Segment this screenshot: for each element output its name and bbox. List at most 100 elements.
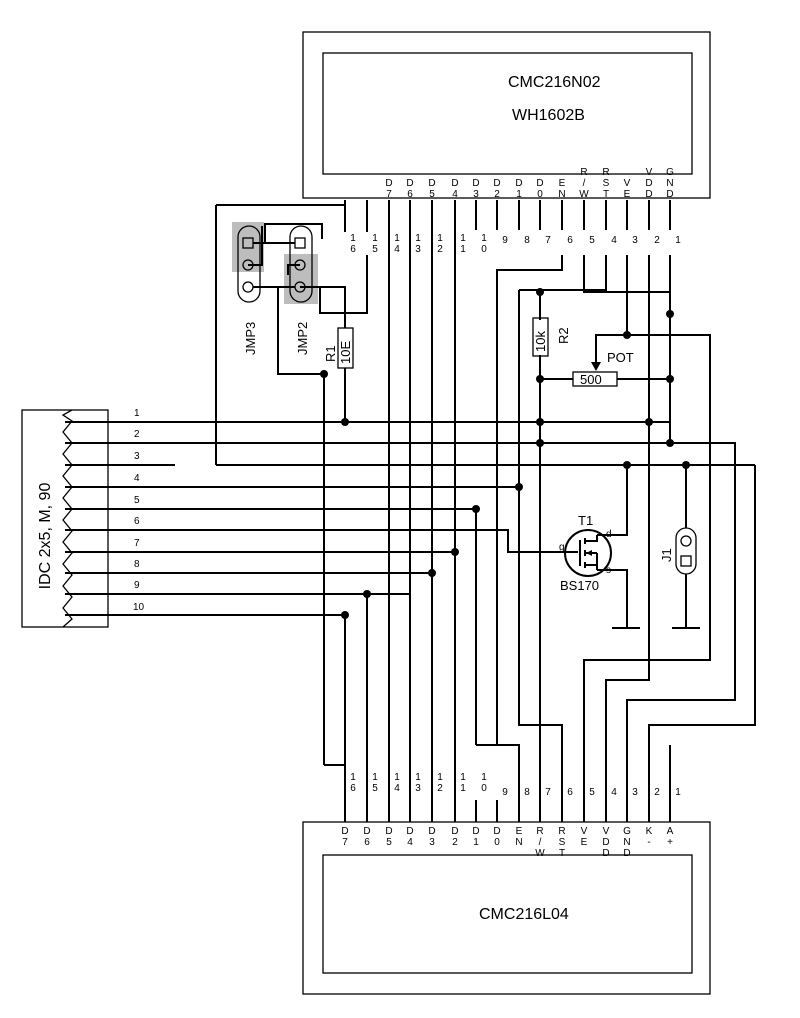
jmp2-label: JMP2	[295, 322, 310, 355]
lcd-top-pin-7: 7	[545, 235, 551, 246]
idc-pin-1: 1	[134, 408, 140, 419]
idc-pin-2: 2	[134, 429, 140, 440]
lcd-top-pin-9: 9	[502, 235, 508, 246]
idc-pin-4: 4	[134, 473, 140, 484]
lcd-bottom-pin-1: 1	[675, 787, 681, 798]
lcd-bottom-pin-6: 6	[567, 787, 573, 798]
t1-ref: T1	[578, 513, 593, 528]
lcd-bottom-pin-7: 7	[545, 787, 551, 798]
lcd-top-pin-8: 8	[524, 235, 530, 246]
lcd-bottom-pin-9: 9	[502, 787, 508, 798]
idc-pin-9: 9	[134, 580, 140, 591]
lcd-bottom-pin-5: 5	[589, 787, 595, 798]
lcd-top-pin-4: 4	[611, 235, 617, 246]
resistor-r1: R1 10E	[323, 327, 354, 369]
transistor-t1: T1 BS170 g d s	[559, 513, 612, 593]
lcd-bottom-pin-4: 4	[611, 787, 617, 798]
r1-ref: R1	[323, 345, 338, 362]
j1-label: J1	[659, 548, 674, 562]
lcd-bottom-pin-2: 2	[654, 787, 660, 798]
t1-gate-label: g	[559, 542, 565, 553]
wiring	[65, 200, 756, 822]
idc-pin-6: 6	[134, 516, 140, 527]
jumper-block: JMP3 JMP2	[232, 222, 324, 375]
t1-part: BS170	[560, 578, 599, 593]
lcd-top-pin-6: 6	[567, 235, 573, 246]
lcd-bottom-signal-15: A+	[667, 826, 674, 848]
t1-drain-label: d	[606, 529, 612, 540]
r2-ref: R2	[556, 327, 571, 344]
lcd-bottom-signal-9: R/W	[535, 826, 545, 859]
jumper-j1: J1	[659, 527, 697, 575]
lcd-bottom-name: CMC216L04	[479, 906, 569, 923]
lcd-top-name: CMC216N02	[508, 74, 601, 91]
lcd-top-pin-2: 2	[654, 235, 660, 246]
jmp3-label: JMP3	[243, 322, 258, 355]
idc-connector-label: IDC 2x5, M, 90	[37, 483, 54, 590]
lcd-top-pin-1: 1	[675, 235, 681, 246]
idc-pin-8: 8	[134, 559, 140, 570]
lcd-bottom-signal-14: K-	[646, 826, 653, 848]
t1-source-label: s	[606, 565, 611, 576]
resistor-r2: 10k R2	[532, 317, 571, 357]
lcd-top-pin-5: 5	[589, 235, 595, 246]
r2-value: 10k	[533, 331, 548, 352]
pot-ref: POT	[607, 350, 634, 365]
lcd-top-signal-9: R/W	[579, 167, 589, 200]
lcd-top-pin-3: 3	[632, 235, 638, 246]
idc-pin-10: 10	[133, 602, 145, 613]
r1-value: 10E	[338, 341, 353, 364]
lcd-top-model: WH1602B	[512, 107, 585, 124]
lcd-bottom-pin-3: 3	[632, 787, 638, 798]
idc-pin-7: 7	[134, 538, 140, 549]
lcd-bottom-pin-8: 8	[524, 787, 530, 798]
idc-pin-5: 5	[134, 495, 140, 506]
potentiometer: 500 POT	[572, 350, 634, 387]
